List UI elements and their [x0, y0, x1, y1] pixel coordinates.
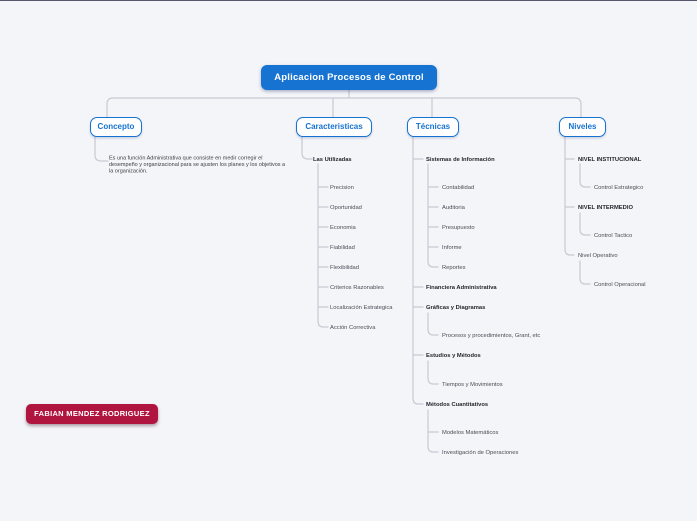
- tree-item[interactable]: Control Operacional: [594, 281, 646, 288]
- tree-item[interactable]: Flexibilidad: [330, 264, 359, 271]
- concepto-description[interactable]: Es una función Administrativa que consis…: [109, 155, 286, 174]
- connector-concepto: [94, 136, 109, 162]
- tree-item[interactable]: Acción Correctiva: [330, 324, 376, 331]
- branch-node-caracteristicas[interactable]: Caracteristicas: [296, 117, 372, 137]
- tree-item[interactable]: Control Estrategico: [594, 184, 644, 191]
- tree-item[interactable]: Oportunidad: [330, 204, 362, 211]
- root-node[interactable]: Aplicacion Procesos de Control: [261, 65, 437, 90]
- tree-item[interactable]: Investigación de Operaciones: [442, 449, 519, 456]
- tree-item[interactable]: Criterios Razonables: [330, 284, 384, 291]
- author-node[interactable]: FABIAN MENDEZ RODRIGUEZ: [26, 404, 158, 424]
- connector-niveles: [564, 136, 591, 285]
- tree-item[interactable]: Modelos Matemáticos: [442, 429, 499, 436]
- tree-item[interactable]: Fiabilidad: [330, 244, 355, 251]
- connector-tecnicas: [412, 136, 439, 453]
- tree-item[interactable]: Reportes: [442, 264, 466, 271]
- tree-item[interactable]: Economia: [330, 224, 356, 231]
- branch-node-concepto[interactable]: Concepto: [90, 117, 142, 137]
- tree-item[interactable]: Tiempos y Movimientos: [442, 381, 503, 388]
- tree-section-label[interactable]: Nivel Operativo: [578, 252, 618, 259]
- branch-node-tecnicas[interactable]: Técnicas: [407, 117, 459, 137]
- tree-item[interactable]: Informe: [442, 244, 462, 251]
- tree-item[interactable]: Procesos y procedimientos, Grant, etc: [442, 332, 541, 339]
- connector-caracteristicas: [301, 136, 329, 328]
- tree-section-label[interactable]: NIVEL INTERMEDIO: [578, 204, 633, 211]
- tree-item[interactable]: Precision: [330, 184, 354, 191]
- tree-item[interactable]: Auditoria: [442, 204, 465, 211]
- branch-node-niveles[interactable]: Niveles: [559, 117, 606, 137]
- connector-root: [106, 89, 582, 119]
- tree-section-label[interactable]: Métodos Cuantitativos: [426, 401, 489, 408]
- tree-section-label[interactable]: Sistemas de Información: [426, 156, 495, 163]
- tree-section-label[interactable]: Financiera Administrativa: [426, 284, 497, 291]
- tree-item[interactable]: Localización Estrategica: [330, 304, 393, 311]
- tree-section-label[interactable]: Gráficas y Diagramas: [426, 304, 486, 311]
- tree-item[interactable]: Contabilidad: [442, 184, 475, 191]
- tree-section-label[interactable]: Las Utilizadas: [313, 156, 352, 163]
- tree-section-label[interactable]: Estudios y Métodos: [426, 352, 481, 359]
- tree-item[interactable]: Presupuesto: [442, 224, 475, 231]
- tree-section-label[interactable]: NIVEL INSTITUCIONAL: [578, 156, 642, 163]
- tree-item[interactable]: Control Tactico: [594, 232, 633, 239]
